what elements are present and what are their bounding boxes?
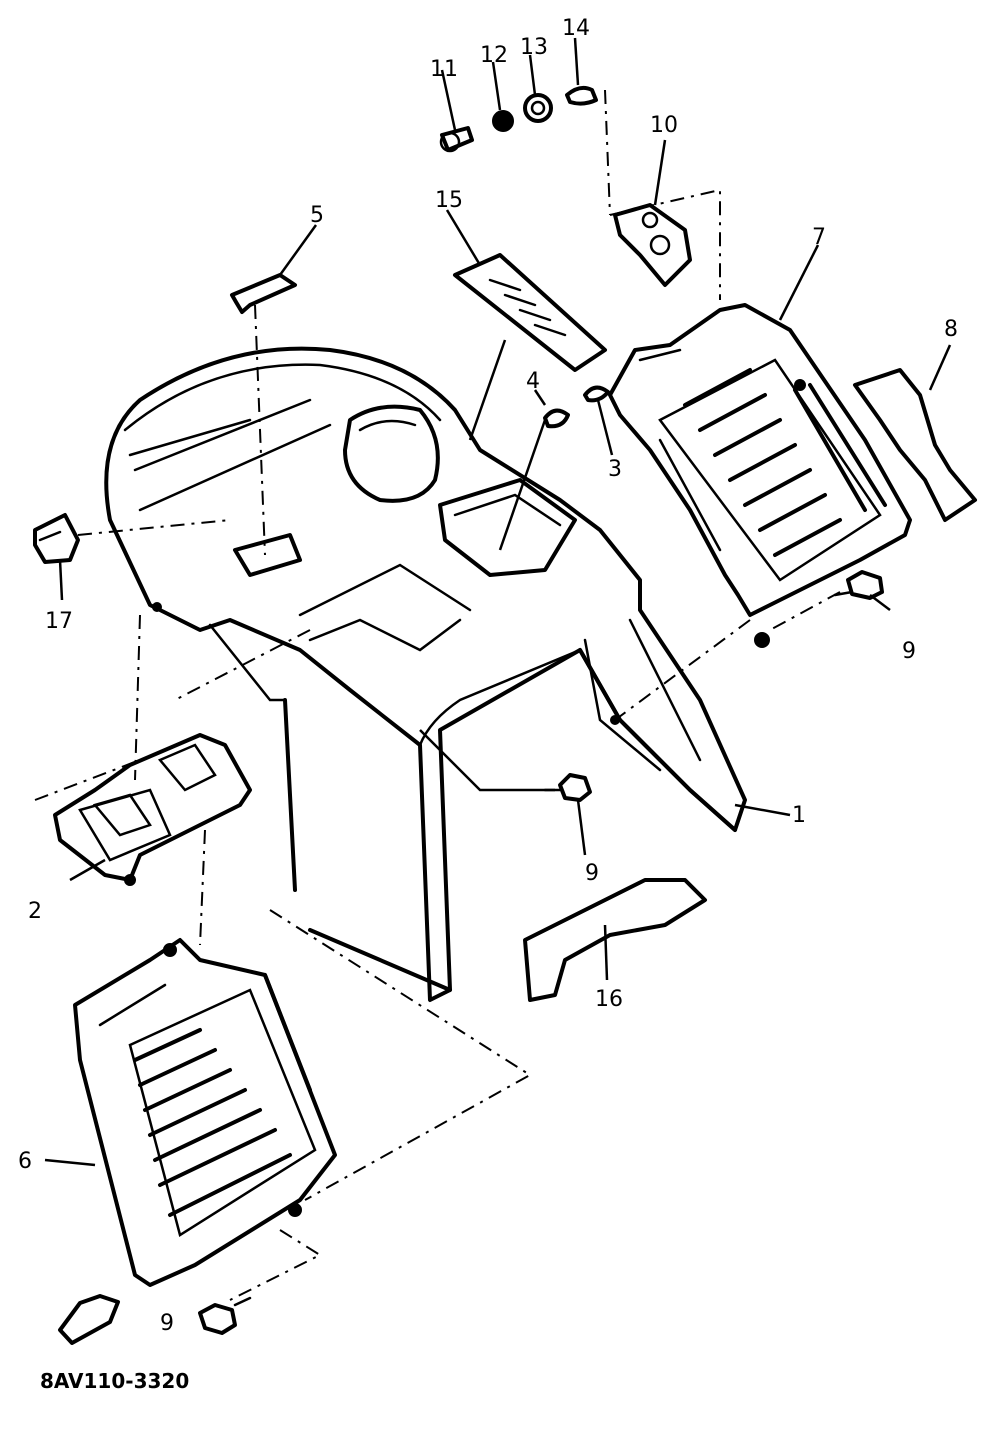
part-9-screw-lower xyxy=(198,1296,252,1335)
bottom-clip xyxy=(58,1294,120,1345)
callout-10: 10 xyxy=(650,113,678,138)
callout-9-right: 9 xyxy=(902,639,916,664)
callout-8: 8 xyxy=(944,317,958,342)
callout-1: 1 xyxy=(792,803,806,828)
callout-9-center: 9 xyxy=(585,861,599,886)
part-17-clip xyxy=(33,513,80,564)
part-9-screw-right xyxy=(833,570,884,600)
callout-5: 5 xyxy=(310,203,324,228)
part-10-mount xyxy=(613,203,692,287)
callout-15: 15 xyxy=(435,188,463,213)
callout-labels: 1 2 3 4 5 6 7 8 9 9 9 10 11 12 13 14 15 … xyxy=(18,16,958,1336)
part-15-label-plate xyxy=(453,253,607,372)
alignment-lines xyxy=(34,89,841,1301)
part-5-small-cover xyxy=(230,273,297,314)
part-11-bolt xyxy=(439,126,474,153)
leader-lines xyxy=(44,37,952,1167)
part-2-bracket xyxy=(53,733,252,886)
callout-7: 7 xyxy=(812,225,826,250)
part-16-guard-plate xyxy=(523,878,707,1002)
callout-9-lower: 9 xyxy=(160,1311,174,1336)
part-4-grommet xyxy=(543,408,570,429)
callout-12: 12 xyxy=(480,43,508,68)
callout-6: 6 xyxy=(18,1149,32,1174)
callout-4: 4 xyxy=(526,369,540,394)
drawing-code: 8AV110-3320 xyxy=(40,1369,189,1393)
callout-2: 2 xyxy=(28,899,42,924)
callout-3: 3 xyxy=(608,457,622,482)
part-9-screw-center xyxy=(543,773,592,802)
part-8-strip xyxy=(853,368,977,522)
callout-11: 11 xyxy=(430,57,458,82)
callout-14: 14 xyxy=(562,16,590,41)
part-6-lower-side-panel xyxy=(73,938,337,1287)
part-7-upper-side-panel xyxy=(608,303,912,648)
part-14-cap xyxy=(565,85,598,106)
callout-13: 13 xyxy=(520,35,548,60)
part-3-clip xyxy=(583,385,610,403)
part-13-bushing xyxy=(523,93,553,123)
callout-17: 17 xyxy=(45,609,73,634)
part-12-washer xyxy=(492,110,514,132)
callout-16: 16 xyxy=(595,987,623,1012)
